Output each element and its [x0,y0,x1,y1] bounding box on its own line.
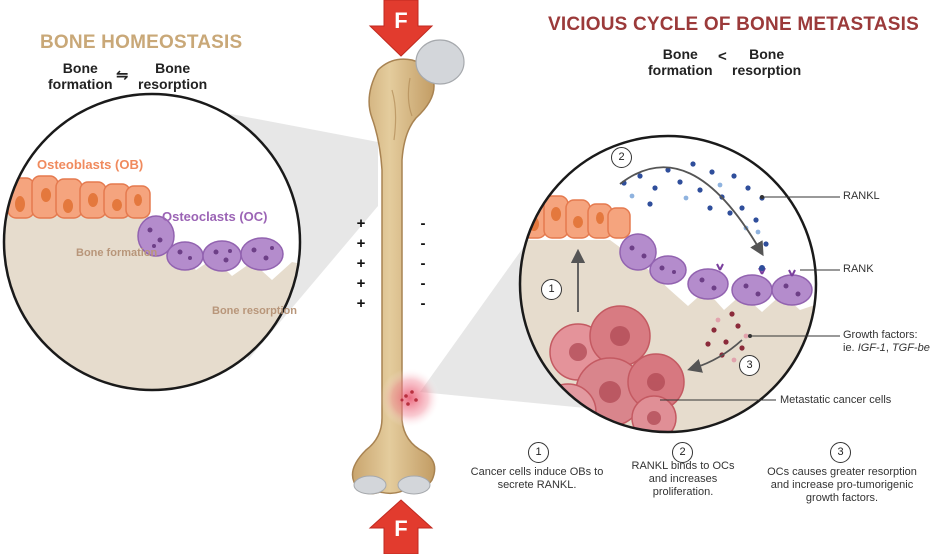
left-formation-line2: formation [48,76,113,92]
minus-sign: - [420,275,426,292]
right-formation-line1: Bone [662,46,698,62]
left-resorption-line2: resorption [138,76,208,92]
bone-formation-label: Bone formation [76,247,158,259]
osteoblasts-label: Osteoblasts (OB) [37,157,144,172]
right-title: VICIOUS CYCLE OF BONE METASTASIS [548,14,919,35]
femur-bone [351,39,465,495]
plus-signs: + + + + + [354,214,368,314]
right-circle-border [518,134,818,434]
growth-factors-examples: ie. IGF-1, TGF-beta [843,342,930,355]
step-text-1: Cancer cells induce OBs to secrete RANKL… [470,466,604,491]
plus-sign: + [356,255,366,272]
left-title: BONE HOMEOSTASIS [40,32,243,53]
rankl-dots [621,161,769,247]
left-formation-label: Bone formation [48,60,113,92]
red-down-arrow-icon [368,0,434,57]
right-resorption-line1: Bone [749,46,785,62]
step-number-1: 1 [528,442,549,463]
plus-sign: + [356,295,366,312]
gf-tgf: TGF-beta [891,342,930,354]
plus-sign: + [356,235,366,252]
plus-sign: + [356,215,366,232]
less-than-symbol: < [718,48,727,65]
right-formation-line2: formation [648,62,713,78]
growth-factors-callout: Growth factors: ie. IGF-1, TGF-beta [843,329,930,355]
metastasis-glow [380,368,440,428]
rank-callout: RANK [843,263,874,275]
cycle-number-2: 2 [611,147,632,168]
step-text-3: OCs causes greater resorption and increa… [767,466,917,504]
red-up-arrow-icon [368,499,434,554]
gf-prefix: ie. [843,342,858,354]
cycle-number-3: 3 [739,355,760,376]
gf-igf1: IGF-1 [857,342,886,354]
equilibrium-symbol: ⇋ [116,67,129,84]
gf-sep: , [885,342,892,354]
osteoclast-cells [137,215,284,272]
minus-signs: - - - - - [416,214,430,314]
osteoclasts-label: Osteoclasts (OC) [162,209,268,224]
right-resorption-line2: resorption [732,62,802,78]
metastatic-callout: Metastatic cancer cells [780,394,892,406]
step-number-2: 2 [672,442,693,463]
plus-sign: + [356,275,366,292]
cycle-number-1: 1 [541,279,562,300]
minus-sign: - [420,255,426,272]
left-resorption-label: Bone resorption [138,60,207,92]
left-resorption-line1: Bone [155,60,191,76]
minus-sign: - [420,235,426,252]
force-label-bottom: F [394,516,408,541]
left-circle-border [2,92,302,392]
growth-factor-dots [705,311,745,358]
step-number-3: 3 [830,442,851,463]
rankl-callout: RANKL [843,190,880,202]
growth-factors-title: Growth factors: [843,329,918,341]
right-resorption-label: Bone resorption [732,46,801,78]
left-zoom-circle [4,94,300,390]
minus-sign: - [420,215,426,232]
bone-resorption-label: Bone resorption [212,305,297,317]
step-text-2: RANKL binds to OCs and increases prolife… [631,460,735,498]
left-formation-line1: Bone [62,60,98,76]
minus-sign: - [420,295,426,312]
right-formation-label: Bone formation [648,46,713,78]
force-label-top: F [394,8,408,33]
